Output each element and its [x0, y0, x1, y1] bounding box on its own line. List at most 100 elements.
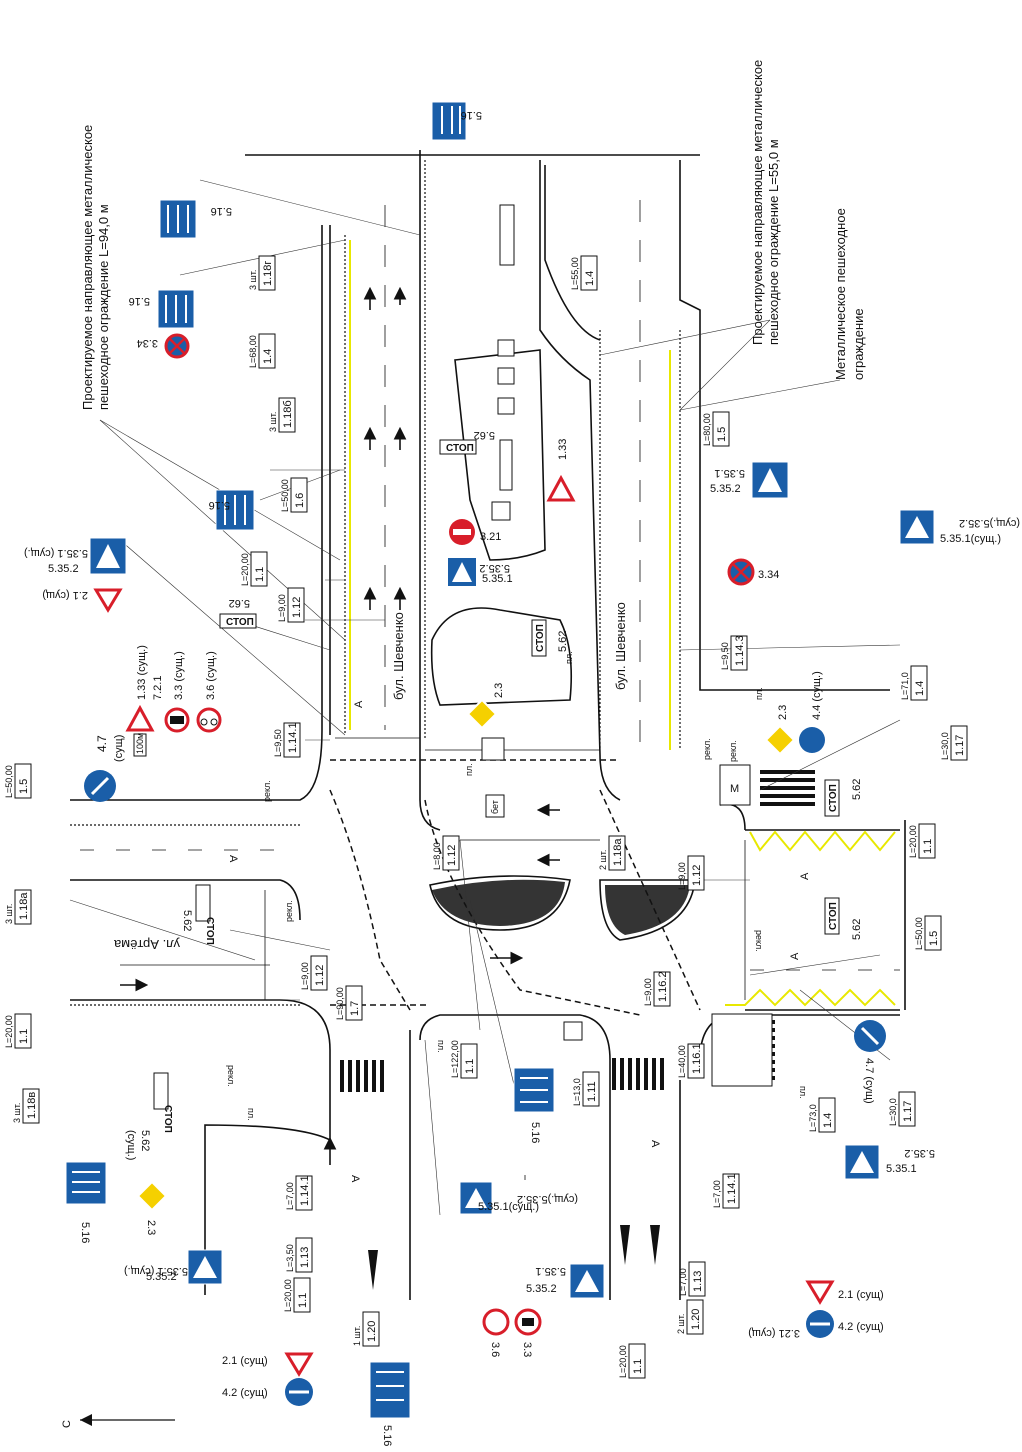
- marking-code: 1.13: [692, 1271, 704, 1292]
- street-boulevard-east: бул. Шевченко: [613, 602, 628, 690]
- sign-562-sw-sush: (сущ.): [125, 1130, 137, 1160]
- sign-562-d: 5.62: [851, 779, 863, 800]
- label-pl-5: пл.: [436, 1040, 446, 1053]
- sign-44: 4.4 (сущ.): [811, 671, 823, 720]
- marking-box: [14, 763, 32, 799]
- marking-qty: 3 шт.: [4, 904, 14, 924]
- fence-94-line2: пешеходное ограждение L=94,0 м: [96, 204, 111, 410]
- stop-label-sw: СТОП: [162, 1105, 173, 1133]
- marking-qty: L=68,00: [248, 335, 258, 368]
- priority-sign-2-3-b: 2.3 4.4 (сущ.): [764, 671, 825, 756]
- marking-qty: L=73,0: [808, 1104, 818, 1132]
- crosswalk-sign-center: 5.35.2 5.35.1: [448, 558, 513, 586]
- marking-box: [362, 1311, 380, 1347]
- sign-535-sw-a: 5.35.1 (сущ.): [124, 1265, 188, 1277]
- marking-qty: 3 шт.: [12, 1103, 22, 1123]
- marking-box: [924, 915, 942, 951]
- sign-cluster-west: 100м 1.33 (сущ.) 7.2.1 3.3 (сущ.) 3.6 (с…: [125, 645, 222, 757]
- sign-516-top: 5.16: [461, 109, 482, 121]
- marking-label: 3 шт.1.18г: [248, 255, 276, 291]
- sign-321-se: 3.21 (сущ): [748, 1327, 800, 1339]
- sign-535-sw-b: 5.35.2: [146, 1271, 177, 1283]
- crosswalk-sign-sw: 5.35.1 (сущ.) 5.35.2: [124, 1249, 223, 1285]
- stop-plate-d: СТОП 5.62: [824, 779, 863, 817]
- marking-code: 1.5: [18, 779, 30, 794]
- stop-plate-e: СТОП 5.62: [824, 897, 863, 940]
- label-a-2: А: [227, 855, 239, 863]
- marking-label: 3 шт.1.18а: [4, 889, 32, 925]
- lane-sign-5-16-b: 5.16: [129, 289, 195, 329]
- label-rekl-3: рекл.: [702, 738, 712, 760]
- marking-qty: L=55,00: [570, 257, 580, 290]
- sign-535-s-a: (сущ.)5.35.2: [517, 1193, 578, 1205]
- prohibition-signs-s: 3.6 3.3: [482, 1308, 542, 1357]
- marking-label: 3 шт.1.18в: [12, 1088, 40, 1124]
- marking-code: 1.6: [294, 493, 306, 508]
- marking-code: 1.11: [586, 1081, 598, 1102]
- sign-535-s2-a: 5.35.1: [535, 1265, 566, 1277]
- sign-721: 7.2.1: [152, 676, 164, 700]
- street-boulevard-west: бул. Шевченко: [391, 612, 406, 700]
- sign-516-b: 5.16: [129, 295, 150, 307]
- warning-sign-1-33: 1.33: [546, 439, 576, 502]
- label-pl-1: пл.: [464, 763, 474, 776]
- marking-code: 1.1: [464, 1059, 476, 1074]
- marking-code: 1.17: [954, 735, 966, 756]
- marking-label: L=7,00 1.14.1: [285, 1175, 313, 1211]
- marking-box: [687, 855, 705, 891]
- marking-code: 1.4: [584, 271, 596, 286]
- small-objects: [481, 204, 773, 1087]
- marking-qty: L=20,00: [618, 1345, 628, 1378]
- sign-535-ne-b: 5.35.2: [710, 483, 741, 495]
- stop-label-b: СТОП: [446, 443, 474, 454]
- marking-box: [818, 1097, 836, 1133]
- marking-code: 1.18б: [282, 400, 294, 428]
- priority-sign-2-3-c: 2.3: [136, 1180, 168, 1235]
- label-rekl-5: рекл.: [754, 930, 764, 952]
- label-m: М: [730, 783, 739, 795]
- stop-label-e: СТОП: [828, 902, 839, 930]
- sign-23-c: 2.3: [145, 1220, 157, 1235]
- marking-qty: L=7,00: [285, 1182, 295, 1210]
- sign-21-se: 2.1 (сущ): [838, 1289, 884, 1301]
- street-artema: ул. Артёма: [113, 937, 180, 952]
- label-a-3: А: [799, 872, 811, 880]
- fences: [70, 160, 681, 1006]
- label-a-5: А: [349, 1175, 361, 1183]
- sign-47-b: 4.7 (сущ): [863, 1058, 875, 1104]
- marking-box: [460, 1043, 478, 1079]
- marking-box: [258, 333, 276, 369]
- marking-label: 1 шт.1.20: [352, 1311, 380, 1347]
- marking-qty: L=20,00: [283, 1279, 293, 1312]
- sign-535-s2-b: 5.35.2: [526, 1283, 557, 1295]
- misc-labels: бет М А А А А А А пл. пл. пл. пл. пл. пл…: [61, 651, 811, 1428]
- label-a-6: А: [649, 1140, 661, 1148]
- marking-qty: L=9,50: [720, 642, 730, 670]
- marking-label: L=55,00 1.4: [570, 255, 598, 291]
- marking-code: 1.12: [291, 597, 303, 618]
- direction-sign-4-7-a: 4.7 (сущ): [84, 735, 125, 802]
- metal-fence-line1: Металлическое пешеходное: [833, 208, 848, 380]
- lane-sign-5-16-a: 5.16: [159, 199, 232, 239]
- marking-code: 1.14.1: [299, 1175, 311, 1206]
- marking-code: 1.1: [254, 567, 266, 582]
- sign-535-e-a: (сущ.)5.35.2: [959, 517, 1020, 529]
- marking-code: 1.7: [349, 1001, 361, 1016]
- marking-box: [293, 1277, 311, 1313]
- plate-100m: 100м: [135, 733, 145, 754]
